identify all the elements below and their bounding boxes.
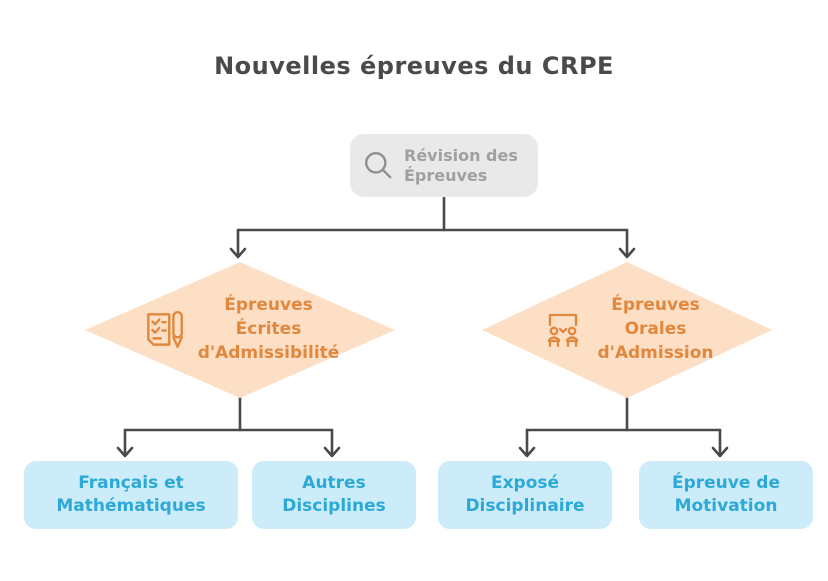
root-node-label: Révision des Épreuves xyxy=(404,145,518,185)
arrowhead-leaf-1 xyxy=(116,446,134,458)
arrowhead-orales xyxy=(618,247,636,259)
node-revision-des-epreuves: Révision des Épreuves xyxy=(350,134,538,197)
diamond-label: Épreuves Orales d'Admission xyxy=(597,295,714,363)
arrowhead-leaf-3 xyxy=(518,446,536,458)
node-epreuve-de-motivation: Épreuve de Motivation xyxy=(639,461,813,529)
leaf-label: Français et Mathématiques xyxy=(56,473,206,516)
leaf-label: Autres Disciplines xyxy=(282,473,386,516)
node-autres-disciplines: Autres Disciplines xyxy=(252,461,416,529)
node-francais-et-mathematiques: Français et Mathématiques xyxy=(24,461,238,529)
diamond-label: Épreuves Écrites d'Admissibilité xyxy=(197,295,340,363)
checklist-pen-icon xyxy=(146,311,183,348)
leaf-label: Épreuve de Motivation xyxy=(671,473,781,516)
node-expose-disciplinaire: Exposé Disciplinaire xyxy=(438,461,612,529)
arrowhead-ecrites xyxy=(229,247,247,259)
presentation-audience-icon xyxy=(548,313,579,348)
magnifier-icon xyxy=(365,151,392,178)
node-epreuves-ecrites: Épreuves Écrites d'Admissibilité xyxy=(85,262,395,398)
diagram-title: Nouvelles épreuves du CRPE xyxy=(214,52,614,80)
arrowhead-leaf-4 xyxy=(711,446,729,458)
node-epreuves-orales: Épreuves Orales d'Admission xyxy=(482,262,772,398)
arrowhead-leaf-2 xyxy=(323,446,341,458)
leaf-label: Exposé Disciplinaire xyxy=(465,473,585,516)
